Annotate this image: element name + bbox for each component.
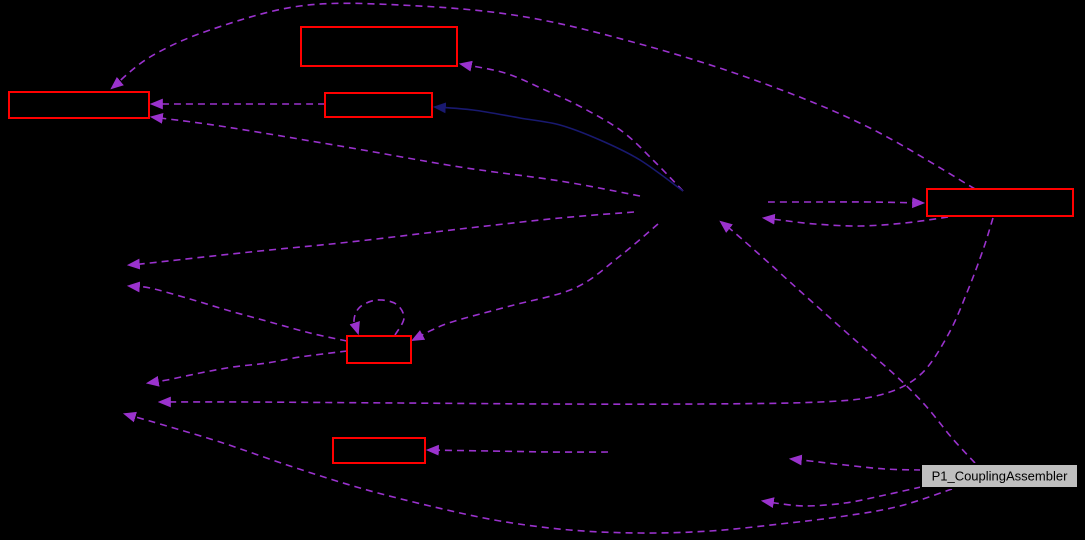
edge-right-box-to-center [761,213,949,227]
edge-small-box-to-hidden-b-upper [145,350,348,387]
node-left-box[interactable] [8,91,150,119]
edge-hidden-c-to-bottom-box [425,444,609,456]
edge-p1-to-hidden-d [760,486,922,508]
edge-center-to-small-box [411,223,659,342]
node-label-p1-couplingassembler: P1_CouplingAssembler [932,469,1069,484]
edge-center-to-hidden-a-upper [126,211,635,270]
node-box-right-box[interactable] [926,188,1074,217]
node-box-left-box[interactable] [8,91,150,119]
edge-small-box-self-loop [349,299,405,336]
edge-center-to-middle-box-inheritance [432,102,684,192]
node-box-middle-box[interactable] [324,92,433,118]
edge-p1-to-hidden-c [788,454,922,471]
node-top-box[interactable] [300,26,458,67]
edges-layer [110,2,994,534]
node-bottom-box[interactable] [332,437,426,464]
node-box-small-box[interactable] [346,335,412,364]
node-right-box[interactable] [926,188,1074,217]
edge-p1-to-center [719,220,976,464]
node-box-top-box[interactable] [300,26,458,67]
node-small-box[interactable] [346,335,412,364]
node-box-bottom-box[interactable] [332,437,426,464]
edge-center-to-right-box [767,197,926,209]
nodes-layer: P1_CouplingAssembler [8,26,1079,489]
edge-center-to-top-box [458,60,684,192]
node-middle-box[interactable] [324,92,433,118]
node-box-p1-couplingassembler[interactable] [920,463,1079,489]
edge-p1-to-hidden-b-bottom-sweep [122,411,953,534]
edge-center-to-left-box [149,113,641,197]
node-p1-couplingassembler[interactable]: P1_CouplingAssembler [920,463,1079,489]
edge-right-box-to-hidden-b-mid [157,217,994,408]
edge-small-box-to-hidden-a-lower [126,281,348,342]
